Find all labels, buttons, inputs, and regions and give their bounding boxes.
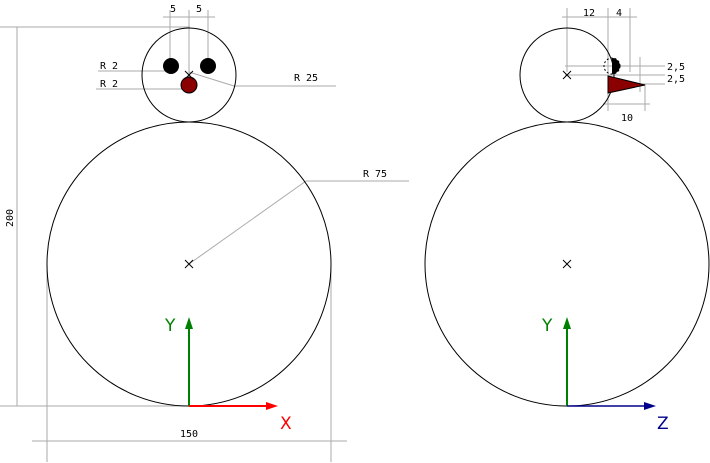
- right-eye: [200, 58, 216, 74]
- side-eye: [603, 57, 621, 75]
- side-dimension-lines: [562, 8, 665, 111]
- side-head-center-mark: [562, 70, 572, 80]
- side-z-axis-label: Z: [657, 414, 669, 434]
- side-y-axis: [563, 317, 571, 406]
- front-y-axis-label: Y: [164, 316, 176, 336]
- dim-height: 200: [5, 209, 16, 227]
- side-nose: [607, 75, 646, 94]
- side-head-circle: [519, 27, 615, 123]
- nose: [180, 76, 198, 94]
- side-y-axis-label: Y: [541, 316, 553, 336]
- body-radius-leader-a: [188, 180, 307, 265]
- front-y-axis: [185, 317, 193, 406]
- body-center-mark: [184, 259, 194, 269]
- dim-2-5-a: 2,5: [667, 62, 685, 73]
- front-x-axis-label: X: [280, 414, 292, 434]
- dim-eye-spacing-left: 5: [170, 4, 176, 15]
- dim-body-radius: R 75: [363, 169, 387, 180]
- dim-head-radius: R 25: [294, 73, 318, 84]
- dim-12: 12: [583, 8, 595, 19]
- dim-10: 10: [621, 113, 633, 124]
- dim-eye-radius: R 2: [100, 61, 118, 72]
- front-x-axis: [189, 402, 278, 410]
- front-dimension-lines: [0, 10, 409, 462]
- dim-nose-radius: R 2: [100, 79, 118, 90]
- side-z-axis: [567, 402, 656, 410]
- head-center-mark: [184, 70, 194, 80]
- head-radius-leader-a: [188, 71, 235, 87]
- dim-eye-spacing-right: 5: [196, 4, 202, 15]
- left-eye: [163, 58, 179, 74]
- front-view: 5 5 R 2 R 2 R 25 R 75 200 150 Y X: [0, 4, 409, 462]
- side-body-center-mark: [562, 259, 572, 269]
- side-view: 12 4 2,5 2,5 10 Y Z: [424, 8, 710, 434]
- dim-width: 150: [180, 429, 198, 440]
- head-circle: [141, 27, 237, 123]
- dim-4: 4: [616, 8, 622, 19]
- dim-2-5-b: 2,5: [667, 74, 685, 85]
